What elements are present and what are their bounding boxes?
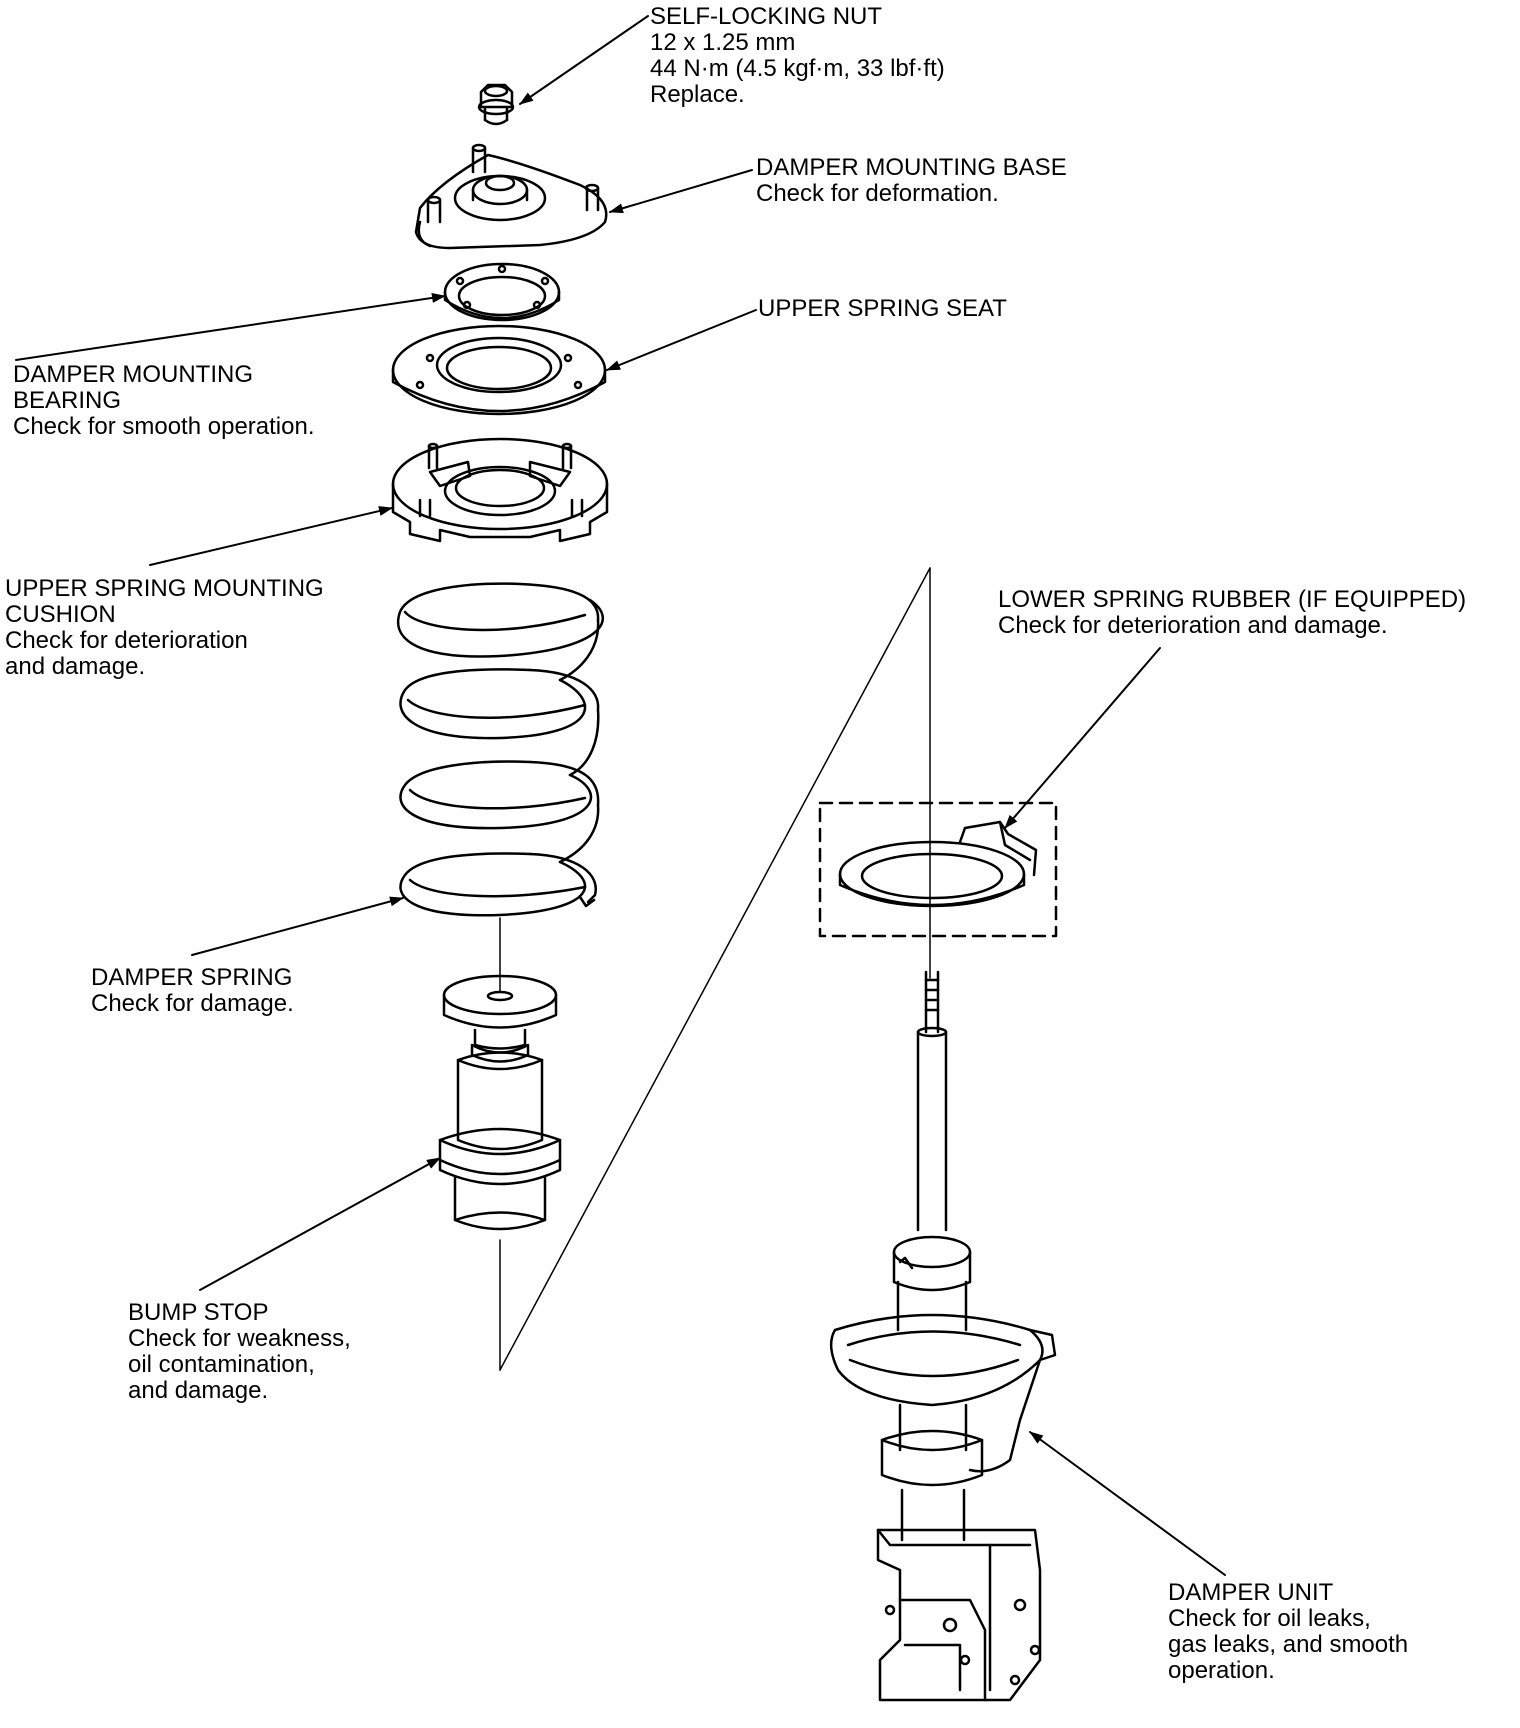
self-locking-nut-size: 12 x 1.25 mm [650, 29, 796, 56]
damper-spring-part [397, 582, 605, 917]
damper-unit-part [829, 970, 1057, 1702]
damper-mounting-bearing-part [443, 262, 561, 322]
leader-lower-spring-rubber [1004, 647, 1161, 829]
leader-damper-spring [191, 896, 404, 956]
cushion-title-2: CUSHION [5, 601, 116, 628]
bump-stop-callout: BUMP STOP Check for weakness, oil contam… [128, 1300, 351, 1404]
lower-spring-rubber-title: LOWER SPRING RUBBER (IF EQUIPPED) [998, 586, 1467, 613]
leader-upper-spring-seat [606, 309, 757, 371]
self-locking-nut-torque: 44 N·m (4.5 kgf·m, 33 lbf·ft) [650, 55, 945, 82]
upper-spring-seat-part [391, 324, 607, 416]
guide-line-diagonal [499, 567, 931, 1371]
bump-stop-title: BUMP STOP [128, 1299, 269, 1326]
damper-unit-title: DAMPER UNIT [1168, 1579, 1334, 1606]
bump-stop-note-1: Check for weakness, [128, 1325, 351, 1352]
damper-spring-title: DAMPER SPRING [91, 964, 293, 991]
self-locking-nut-title: SELF-LOCKING NUT [650, 3, 883, 30]
damper-spring-callout: DAMPER SPRING Check for damage. [91, 965, 294, 1017]
leader-damper-unit [1029, 1431, 1226, 1576]
bump-stop-note-2: oil contamination, [128, 1351, 315, 1378]
upper-spring-seat-callout: UPPER SPRING SEAT [758, 296, 1007, 322]
self-locking-nut-part [477, 83, 515, 126]
damper-unit-note-3: operation. [1168, 1657, 1275, 1684]
leader-damper-mounting-base [609, 169, 753, 214]
lower-spring-rubber-part [818, 801, 1058, 938]
upper-spring-mounting-cushion-callout: UPPER SPRING MOUNTING CUSHION Check for … [5, 576, 324, 680]
bump-stop-note-3: and damage. [128, 1377, 269, 1404]
damper-spring-note: Check for damage. [91, 990, 294, 1017]
bump-stop-part [438, 974, 562, 1231]
damper-mounting-base-note: Check for deformation. [756, 180, 999, 207]
cushion-title-1: UPPER SPRING MOUNTING [5, 575, 324, 602]
leader-self-locking-nut [519, 15, 649, 105]
cushion-note-1: Check for deterioration [5, 627, 248, 654]
cushion-note-2: and damage. [5, 653, 146, 680]
leader-damper-mounting-bearing [15, 292, 446, 361]
leader-bump-stop [199, 1157, 441, 1291]
self-locking-nut-note: Replace. [650, 81, 745, 108]
damper-mounting-bearing-title-1: DAMPER MOUNTING [13, 361, 253, 388]
damper-unit-callout: DAMPER UNIT Check for oil leaks, gas lea… [1168, 1580, 1408, 1684]
lower-spring-rubber-callout: LOWER SPRING RUBBER (IF EQUIPPED) Check … [998, 587, 1466, 639]
upper-spring-mounting-cushion-part [391, 437, 609, 543]
damper-mounting-base-callout: DAMPER MOUNTING BASE Check for deformati… [756, 155, 1067, 207]
damper-unit-note-1: Check for oil leaks, [1168, 1605, 1371, 1632]
damper-mounting-base-title: DAMPER MOUNTING BASE [756, 154, 1067, 181]
damper-mounting-base-part [414, 143, 608, 250]
self-locking-nut-callout: SELF-LOCKING NUT 12 x 1.25 mm 44 N·m (4.… [650, 4, 945, 108]
damper-mounting-bearing-note: Check for smooth operation. [13, 413, 315, 440]
damper-unit-note-2: gas leaks, and smooth [1168, 1631, 1409, 1658]
damper-mounting-bearing-callout: DAMPER MOUNTING BEARING Check for smooth… [13, 362, 315, 440]
leader-upper-spring-mounting-cushion [149, 506, 393, 566]
leader-lines [15, 15, 1226, 1576]
damper-mounting-bearing-title-2: BEARING [13, 387, 122, 414]
upper-spring-seat-title: UPPER SPRING SEAT [758, 295, 1007, 322]
lower-spring-rubber-note: Check for deterioration and damage. [998, 612, 1388, 639]
